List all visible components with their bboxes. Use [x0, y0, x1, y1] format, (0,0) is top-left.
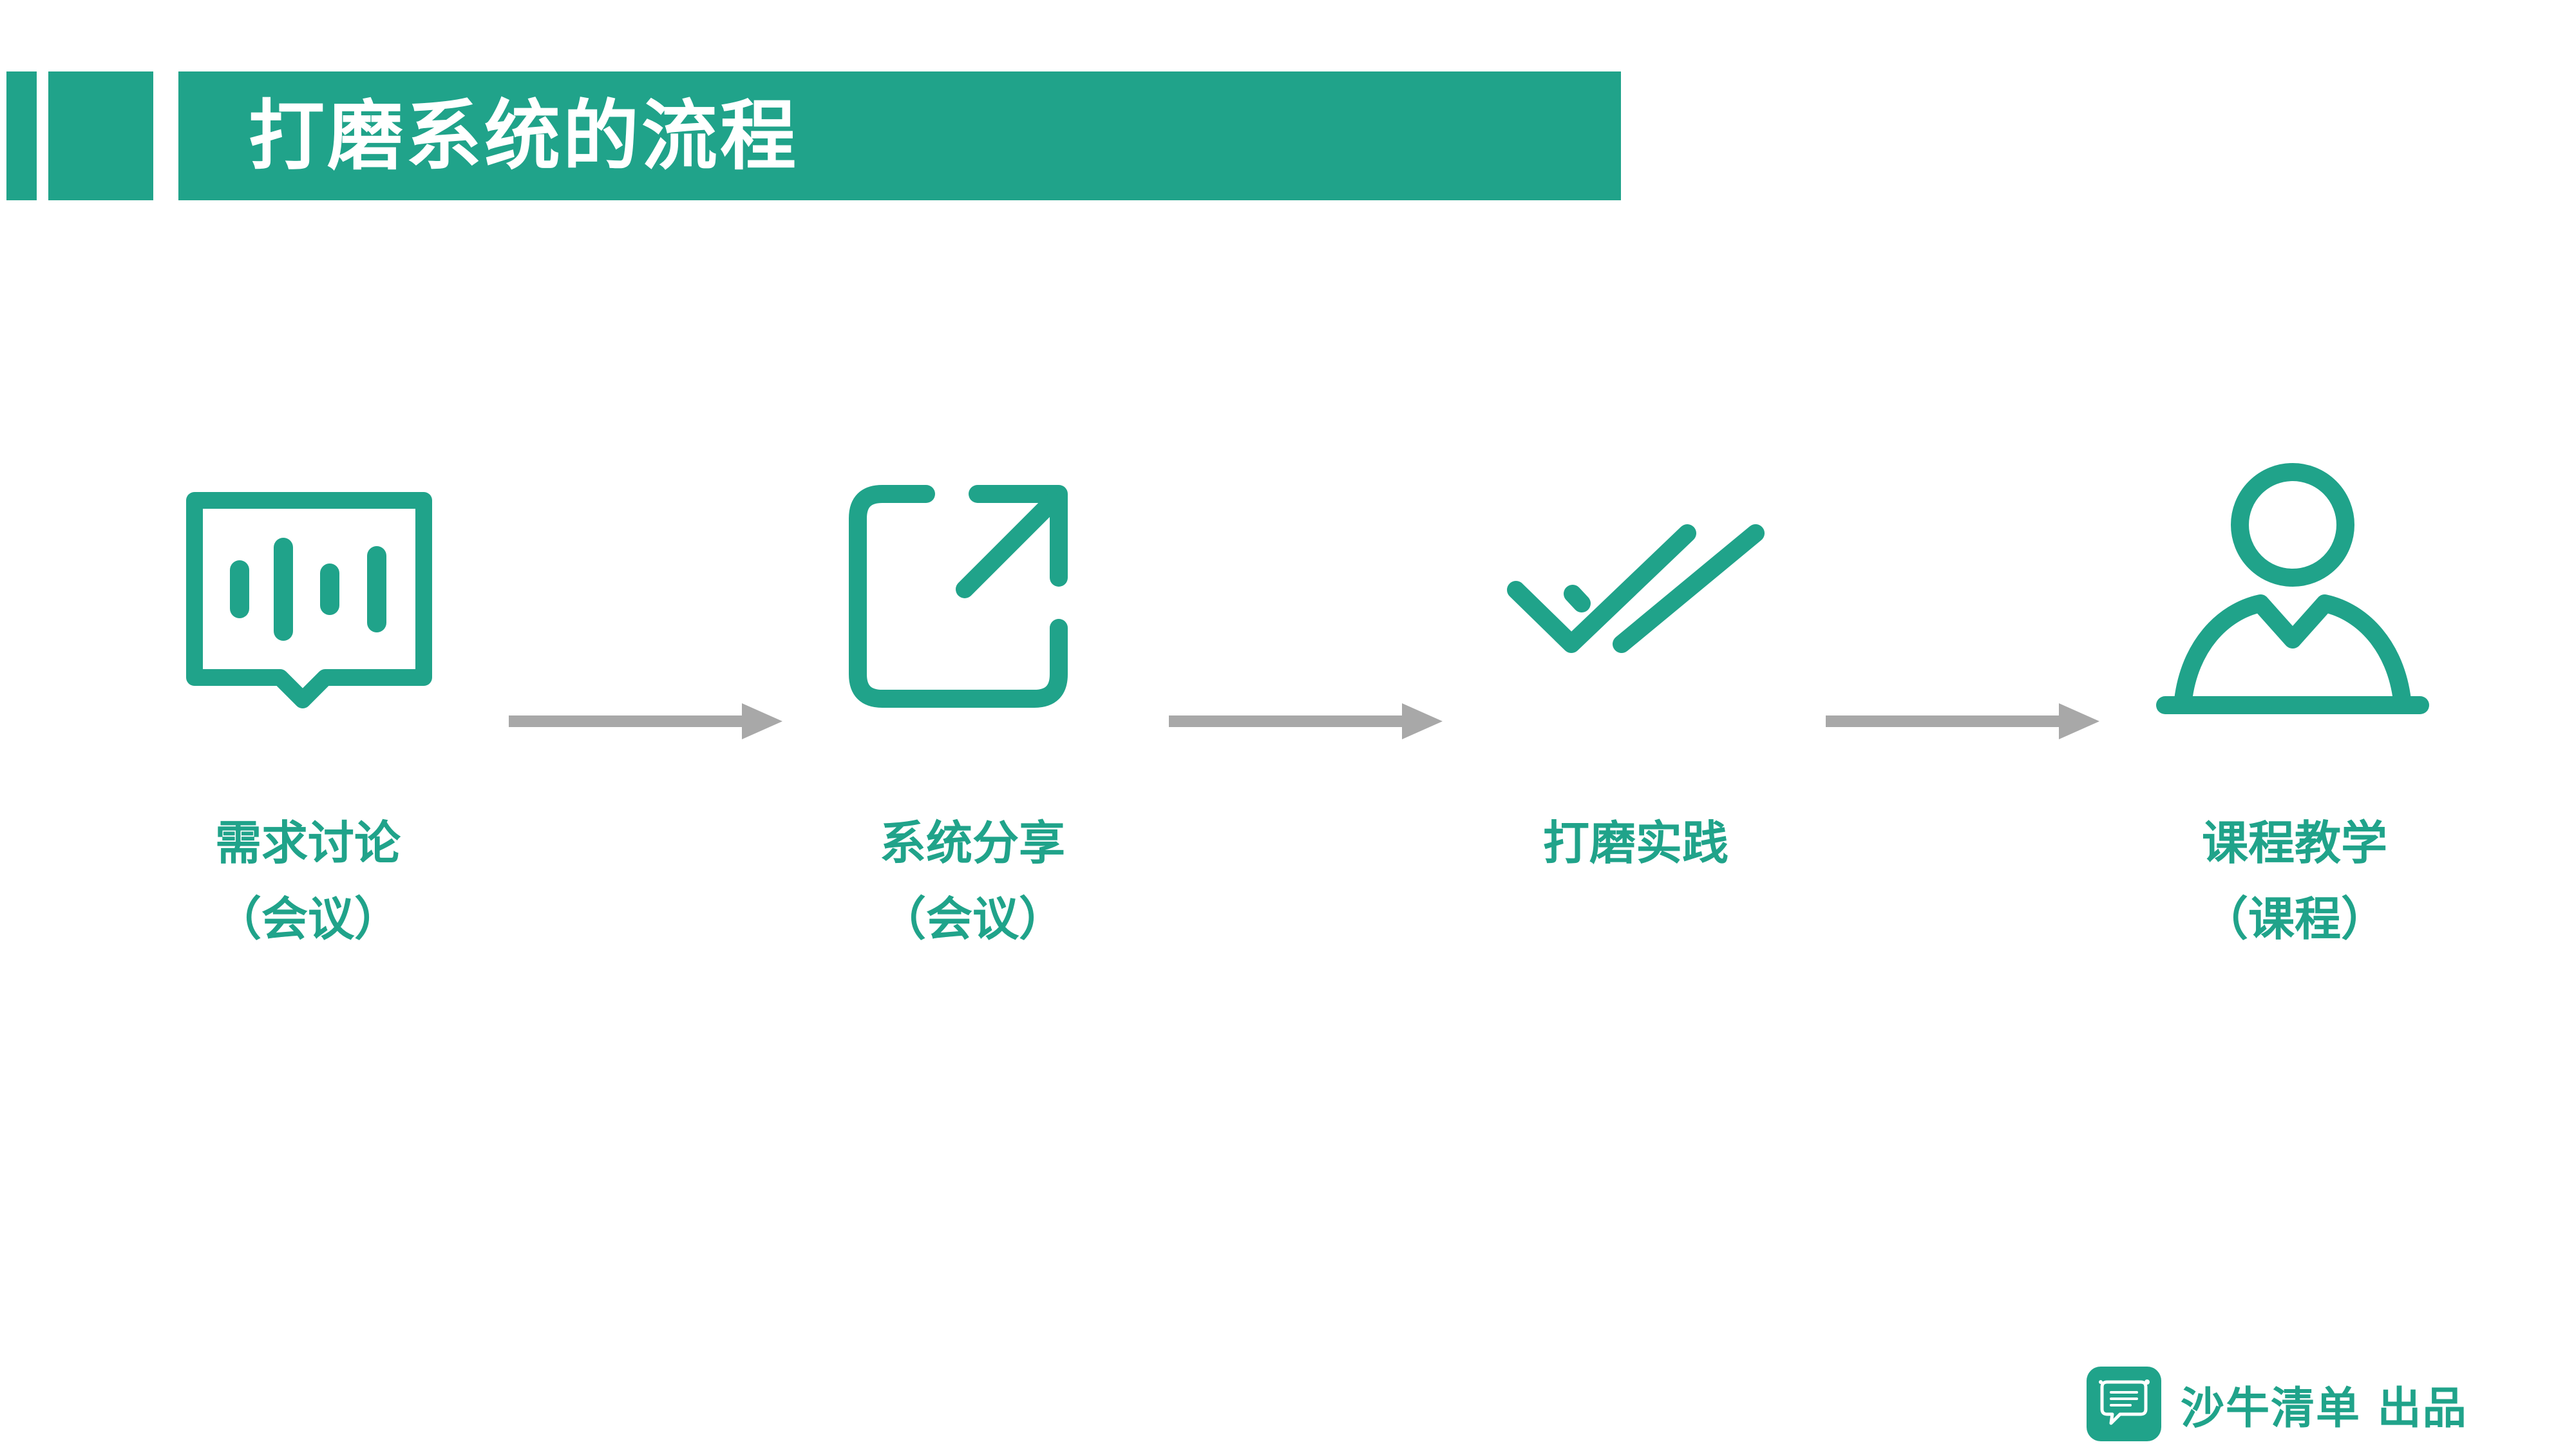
- flow-arrow-2: [1169, 703, 1443, 739]
- double-check-icon: [1507, 524, 1765, 653]
- step-label-practice: 打磨实践: [1443, 805, 1829, 881]
- step-subtitle: （会议）: [879, 892, 1065, 946]
- step-subtitle: （会议）: [214, 892, 401, 946]
- step-label-requirements: 需求讨论 （会议）: [115, 805, 501, 957]
- header-accent-bar-medium: [48, 71, 153, 200]
- step-label-sharing: 系统分享 （会议）: [779, 805, 1166, 957]
- footer-brand: 沙牛清单 出品: [2087, 1365, 2468, 1443]
- flow-arrow-1: [509, 703, 782, 739]
- page-title: 打磨系统的流程: [249, 91, 799, 180]
- step-title: 课程教学: [2201, 816, 2387, 870]
- step-title: 打磨实践: [1542, 816, 1728, 870]
- step-subtitle: （课程）: [2201, 892, 2387, 946]
- chat-bubble-waveform-icon: [186, 492, 432, 708]
- flow-arrow-3: [1826, 703, 2099, 739]
- chat-brain-logo-icon: [2087, 1367, 2161, 1441]
- brand-text: 沙牛清单 出品: [2181, 1383, 2468, 1434]
- user-person-icon: [2156, 463, 2429, 714]
- share-external-icon: [849, 485, 1068, 708]
- step-title: 系统分享: [879, 816, 1065, 870]
- header-title-bar: [178, 71, 1621, 200]
- header-accent-bar-small: [6, 71, 37, 200]
- step-title: 需求讨论: [214, 816, 401, 870]
- step-label-teaching: 课程教学 （课程）: [2101, 805, 2488, 957]
